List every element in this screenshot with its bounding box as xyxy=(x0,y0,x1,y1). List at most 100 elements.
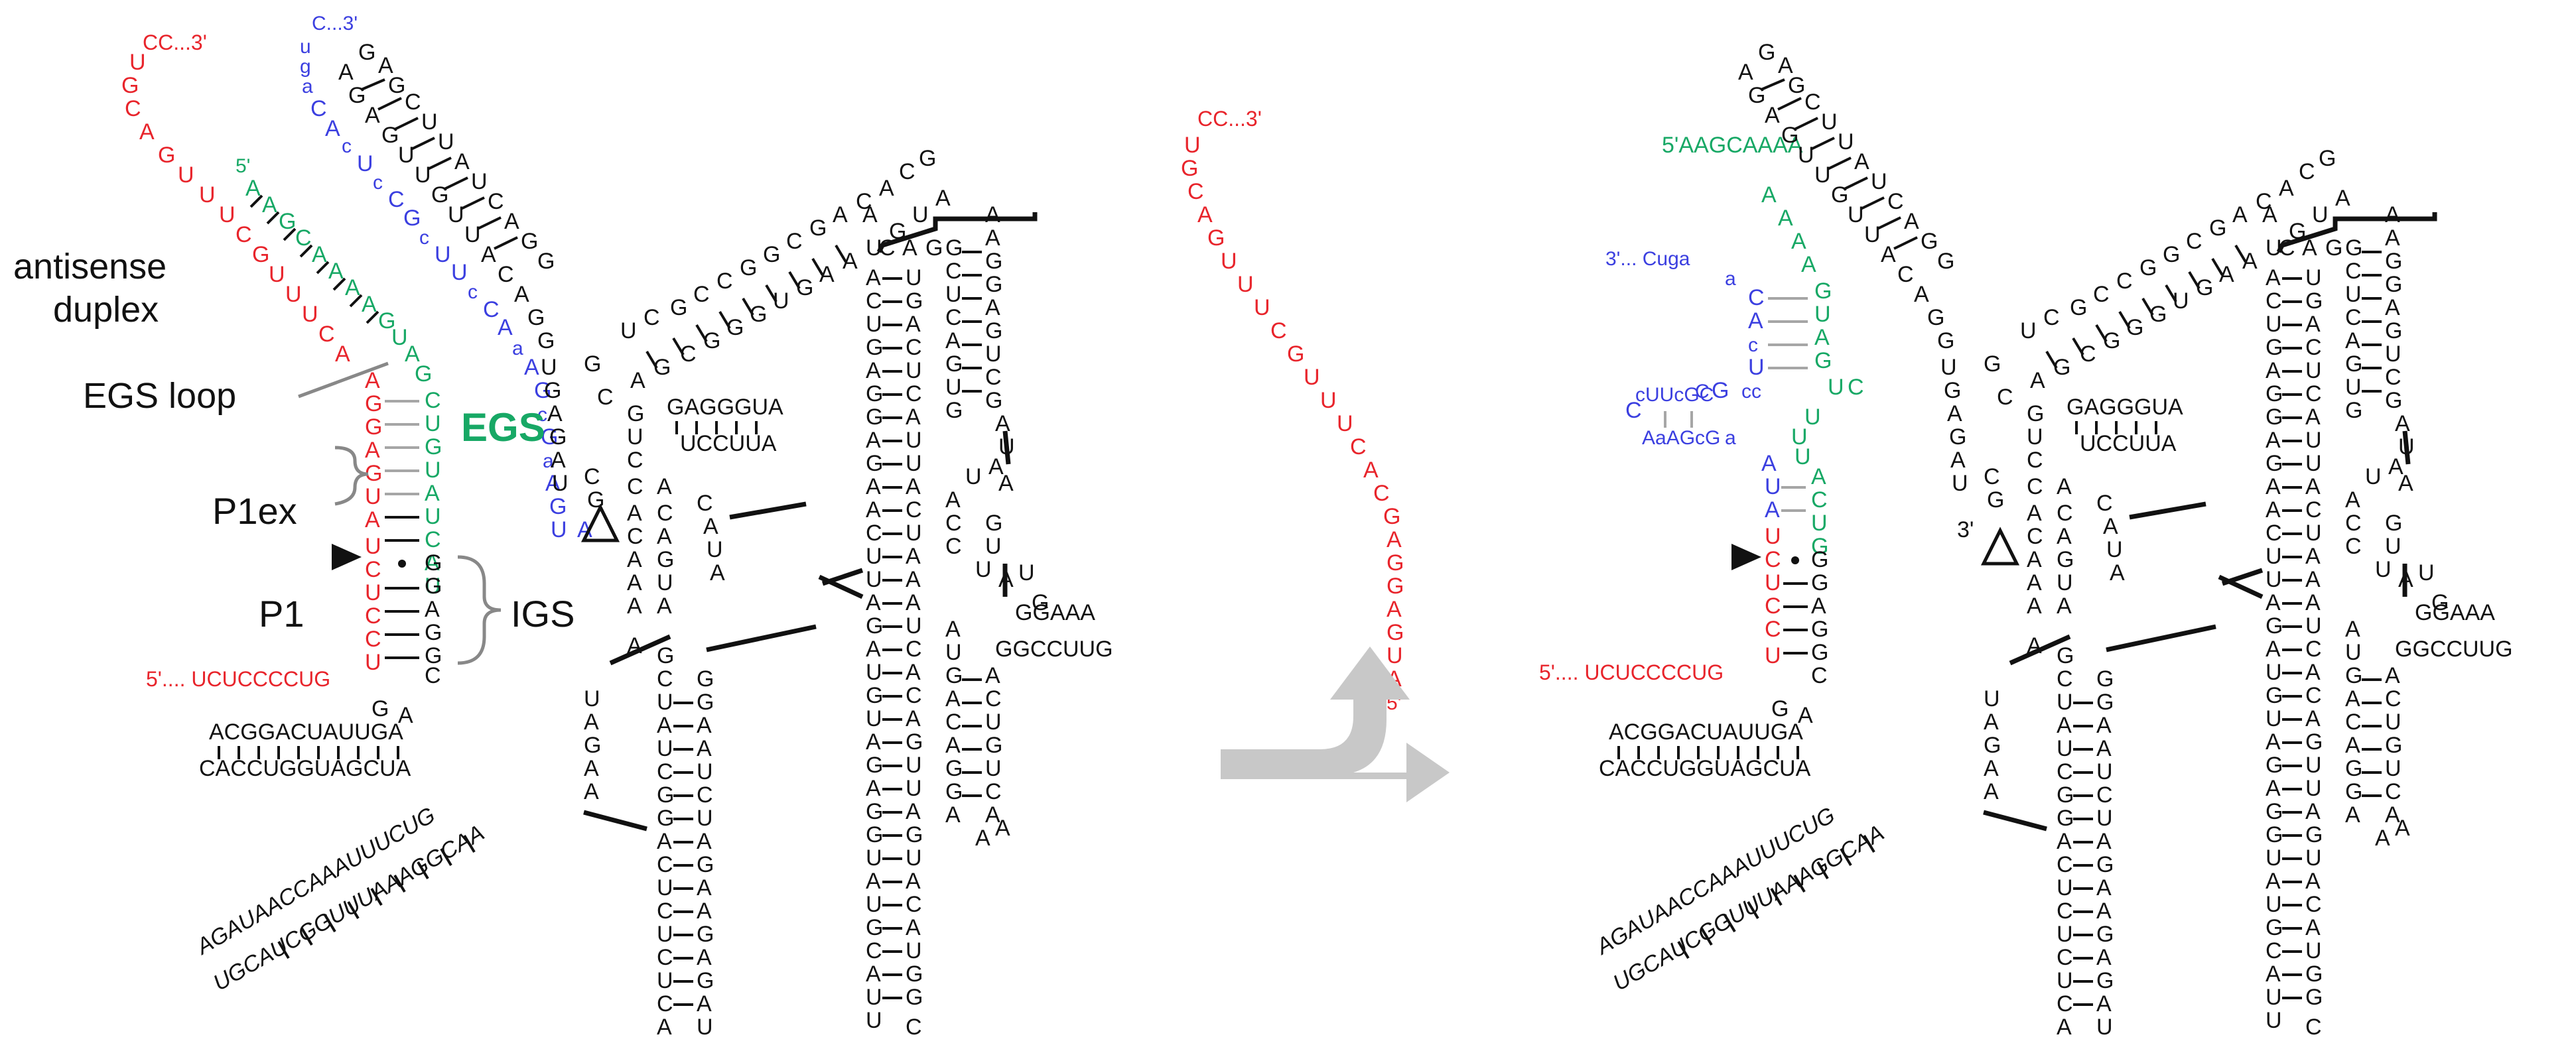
svg-text:C: C xyxy=(2057,852,2073,877)
svg-text:A: A xyxy=(657,524,672,549)
svg-text:C: C xyxy=(2345,534,2362,559)
svg-text:C: C xyxy=(2345,511,2362,536)
gu-wobble-dot xyxy=(398,560,406,568)
svg-text:U: U xyxy=(975,557,992,582)
bond-mark xyxy=(249,194,263,208)
svg-text:A: A xyxy=(2027,593,2042,619)
svg-text:C: C xyxy=(697,491,713,516)
svg-text:A: A xyxy=(514,282,529,307)
right-loop-bottom: AaAGcG xyxy=(1642,427,1720,449)
svg-text:C: C xyxy=(716,269,733,294)
svg-text:A: A xyxy=(2266,428,2281,453)
svg-text:G: G xyxy=(415,361,432,387)
svg-text:A: A xyxy=(2305,706,2321,731)
svg-text:C: C xyxy=(906,1015,922,1040)
svg-text:C: C xyxy=(2027,448,2043,473)
right-gray-pairs xyxy=(1664,297,1808,512)
svg-text:G: G xyxy=(1383,504,1400,529)
svg-text:U: U xyxy=(178,162,194,188)
svg-text:C: C xyxy=(1811,487,1828,513)
p9-stem: ACGGACUAUUGA xyxy=(1609,719,1803,745)
svg-text:G: G xyxy=(697,852,714,877)
svg-text:C: C xyxy=(1625,398,1642,423)
svg-text:G: G xyxy=(2385,733,2402,758)
svg-text:C: C xyxy=(488,189,504,214)
svg-text:G: G xyxy=(2345,235,2362,261)
svg-text:U: U xyxy=(219,202,236,227)
svg-text:A: A xyxy=(1765,497,1780,523)
svg-text:C: C xyxy=(906,892,922,917)
svg-text:G: G xyxy=(381,123,399,148)
svg-text:A: A xyxy=(1761,451,1777,476)
svg-text:A: A xyxy=(2110,560,2125,586)
bond-mark xyxy=(332,277,346,291)
svg-text:A: A xyxy=(398,703,413,728)
svg-text:G: G xyxy=(1387,550,1404,576)
svg-text:C: C xyxy=(2305,683,2322,708)
p6-loop-2: UCCUUA xyxy=(680,431,777,456)
svg-text:C: C xyxy=(693,282,710,307)
svg-text:G: G xyxy=(1937,249,1954,274)
svg-text:A: A xyxy=(2266,265,2281,290)
svg-text:U: U xyxy=(398,143,415,168)
svg-text:A: A xyxy=(2057,593,2072,619)
svg-text:G: G xyxy=(906,288,923,314)
p8-loop: GGAAA xyxy=(1015,600,1095,625)
svg-text:A: A xyxy=(935,186,951,211)
svg-text:G: G xyxy=(763,242,780,267)
svg-text:G: G xyxy=(425,620,442,645)
svg-text:G: G xyxy=(2385,318,2402,343)
svg-text:A: A xyxy=(365,368,380,393)
svg-text:U: U xyxy=(906,358,922,383)
svg-text:A: A xyxy=(697,736,712,761)
svg-text:G: G xyxy=(2325,235,2342,261)
svg-text:C: C xyxy=(2057,666,2073,692)
svg-text:G: G xyxy=(866,915,883,940)
svg-text:A: A xyxy=(1387,597,1402,622)
svg-text:C: C xyxy=(425,388,441,413)
svg-text:U: U xyxy=(2345,640,2362,665)
svg-text:C: C xyxy=(2305,637,2322,662)
svg-text:G: G xyxy=(1984,733,2001,758)
svg-text:G: G xyxy=(2096,922,2114,947)
svg-text:U: U xyxy=(421,109,438,135)
svg-text:U: U xyxy=(2020,318,2037,343)
svg-text:A: A xyxy=(1914,282,1929,307)
svg-text:A: A xyxy=(1798,703,1813,728)
svg-text:G: G xyxy=(358,40,375,65)
svg-text:U: U xyxy=(129,50,146,75)
svg-text:G: G xyxy=(906,729,923,755)
p8-loop-2: GGCCUUG xyxy=(2395,637,2513,662)
svg-text:G: G xyxy=(2305,729,2323,755)
svg-text:G: G xyxy=(2057,643,2074,668)
svg-text:G: G xyxy=(1788,73,1805,98)
svg-text:C: C xyxy=(985,365,1002,390)
svg-text:U: U xyxy=(2418,560,2435,586)
svg-text:A: A xyxy=(1778,206,1793,231)
bond-mark xyxy=(316,261,330,275)
svg-text:U: U xyxy=(1765,643,1781,668)
svg-text:C: C xyxy=(1804,90,1821,115)
svg-text:G: G xyxy=(403,206,421,231)
svg-text:U: U xyxy=(2266,567,2282,592)
svg-text:U: U xyxy=(697,759,713,784)
svg-text:C: C xyxy=(945,511,962,536)
svg-text:U: U xyxy=(866,1008,882,1033)
svg-text:U: U xyxy=(1765,474,1781,499)
svg-text:A: A xyxy=(697,713,712,738)
svg-text:C: C xyxy=(2299,159,2315,184)
svg-text:G: G xyxy=(2266,753,2283,778)
svg-text:G: G xyxy=(697,922,714,947)
svg-text:G: G xyxy=(985,272,1002,297)
svg-text:G: G xyxy=(2070,295,2087,320)
svg-text:A: A xyxy=(819,262,835,287)
svg-text:C: C xyxy=(2305,381,2322,406)
svg-text:U: U xyxy=(1304,365,1320,390)
svg-text:A: A xyxy=(866,729,881,755)
svg-text:U: U xyxy=(707,537,723,562)
svg-text:A: A xyxy=(584,756,599,781)
svg-text:C: C xyxy=(657,666,673,692)
